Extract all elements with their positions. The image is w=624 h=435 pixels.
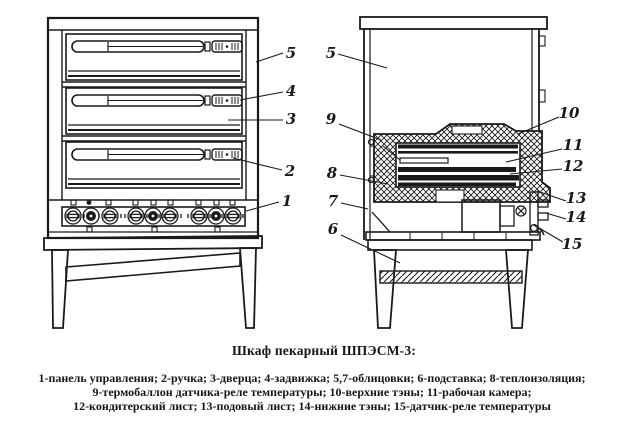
door-handle (71, 148, 205, 161)
side-right-leg (505, 249, 529, 329)
callout-numbers: 5 4 3 2 1 5 9 8 7 6 10 11 12 13 14 15 (282, 44, 587, 253)
callout-4-front: 4 (286, 82, 296, 100)
callout-7-side: 7 (328, 192, 339, 210)
callout-5-front: 5 (286, 44, 296, 62)
front-left-leg (51, 249, 69, 329)
callout-11-side: 11 (563, 136, 584, 154)
control-knob (98, 207, 122, 225)
door-latch (204, 148, 243, 161)
side-left-leg (373, 249, 397, 329)
hearth-sheet (398, 175, 519, 181)
door-latch (204, 40, 243, 53)
front-right-leg (239, 247, 257, 329)
upper-heating-elements (398, 144, 518, 149)
switch-box (461, 199, 501, 233)
figure-legend: 1-панель управления; 2-ручка; 3-дверца; … (0, 371, 624, 413)
working-chamber (382, 142, 521, 188)
callout-2-front: 2 (284, 162, 295, 180)
callout-15-side: 15 (562, 235, 583, 253)
callout-9-side: 9 (326, 110, 337, 128)
callout-3-front: 3 (286, 110, 296, 128)
control-knob (124, 207, 148, 225)
control-knobs (61, 207, 244, 225)
oven-door-bottom (65, 141, 243, 189)
legend-line-3: 12-кондитерский лист; 13-подовый лист; 1… (73, 398, 551, 413)
thermo-bulb-probe (382, 145, 449, 164)
indicator-lamps (70, 199, 236, 233)
wall-bracket (538, 35, 546, 47)
side-cladding (363, 29, 546, 240)
door-divider (62, 135, 246, 142)
callout-13-side: 13 (566, 189, 587, 207)
bottom-plate (365, 231, 541, 241)
oven-door-top (65, 33, 243, 81)
confectionery-sheet (398, 167, 516, 172)
bolt-head (515, 205, 527, 217)
callout-5-side: 5 (326, 44, 336, 62)
callout-10-side: 10 (559, 104, 580, 122)
lower-heating-elements (398, 182, 516, 187)
legend-line-1: 1-панель управления; 2-ручка; 3-дверца; … (38, 371, 586, 385)
cabinet-body-outline (46, 16, 260, 240)
upper-heating-elements (398, 151, 518, 154)
side-stand (367, 239, 533, 329)
control-knob (61, 207, 85, 225)
callout-1-front: 1 (282, 192, 292, 210)
front-stand (43, 235, 263, 329)
front-crossbar (65, 252, 241, 282)
control-knob (158, 207, 182, 225)
signal-lamp-knob (207, 207, 225, 225)
front-view (43, 16, 263, 329)
signal-lamp-knob (82, 207, 100, 225)
figure-title: Шкаф пекарный ШПЭСМ-3: (231, 343, 417, 358)
control-knob (221, 207, 244, 225)
callout-leaders (228, 52, 567, 264)
oven-door-middle (65, 87, 243, 135)
callout-12-side: 12 (563, 157, 584, 175)
side-view (359, 16, 551, 329)
switch-box-small (499, 205, 515, 227)
door-handle (71, 40, 205, 53)
control-panel (48, 199, 258, 233)
stand-rail (367, 239, 533, 251)
corner-brace (371, 211, 391, 233)
door-divider (62, 81, 246, 88)
signal-lamp-knob (144, 207, 162, 225)
oven-technical-drawing: 5 4 3 2 1 5 9 8 7 6 10 11 12 13 14 15 (43, 16, 587, 329)
figure-caption: Шкаф пекарный ШПЭСМ-3: 1-панель управлен… (0, 343, 624, 413)
door-latch (204, 94, 243, 107)
wall-bracket (538, 89, 546, 103)
side-top-board (359, 16, 548, 30)
callout-14-side: 14 (566, 208, 587, 226)
legend-line-2: 9-термобаллон датчика-реле температуры; … (92, 384, 532, 399)
callout-6-side: 6 (328, 220, 339, 238)
temperature-relay-sensor (529, 191, 549, 236)
door-handle (71, 94, 205, 107)
callout-8-side: 8 (327, 164, 338, 182)
side-crossbar (379, 270, 523, 284)
control-knob (187, 207, 211, 225)
